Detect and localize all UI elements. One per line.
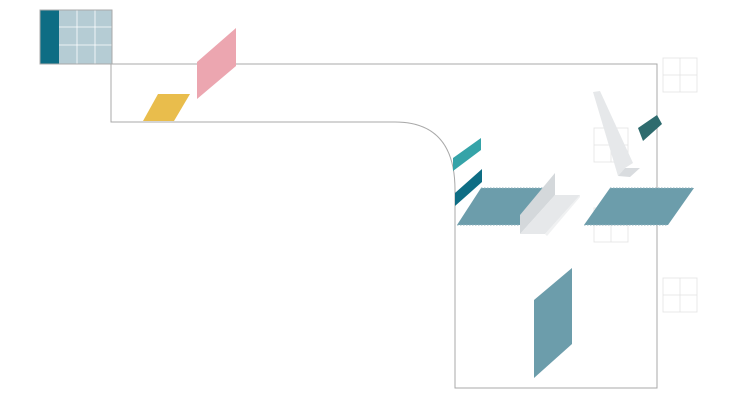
entry-grid-panel xyxy=(39,9,113,65)
floor-outline xyxy=(110,63,658,389)
grey-arrow-panel xyxy=(593,91,640,177)
floor-panel-right xyxy=(584,188,694,225)
teal-stripe-top xyxy=(453,138,481,171)
tall-teal-panel xyxy=(534,268,572,378)
small-teal-panel xyxy=(638,115,662,141)
pink-panel xyxy=(197,28,236,99)
ghost-grid-top-right xyxy=(662,57,698,93)
yellow-panel xyxy=(143,94,190,121)
entry-grid-accent xyxy=(40,10,59,64)
teal-stripe-bottom xyxy=(455,169,482,206)
ghost-grid-lower-right xyxy=(662,277,698,313)
grey-block xyxy=(520,173,580,236)
